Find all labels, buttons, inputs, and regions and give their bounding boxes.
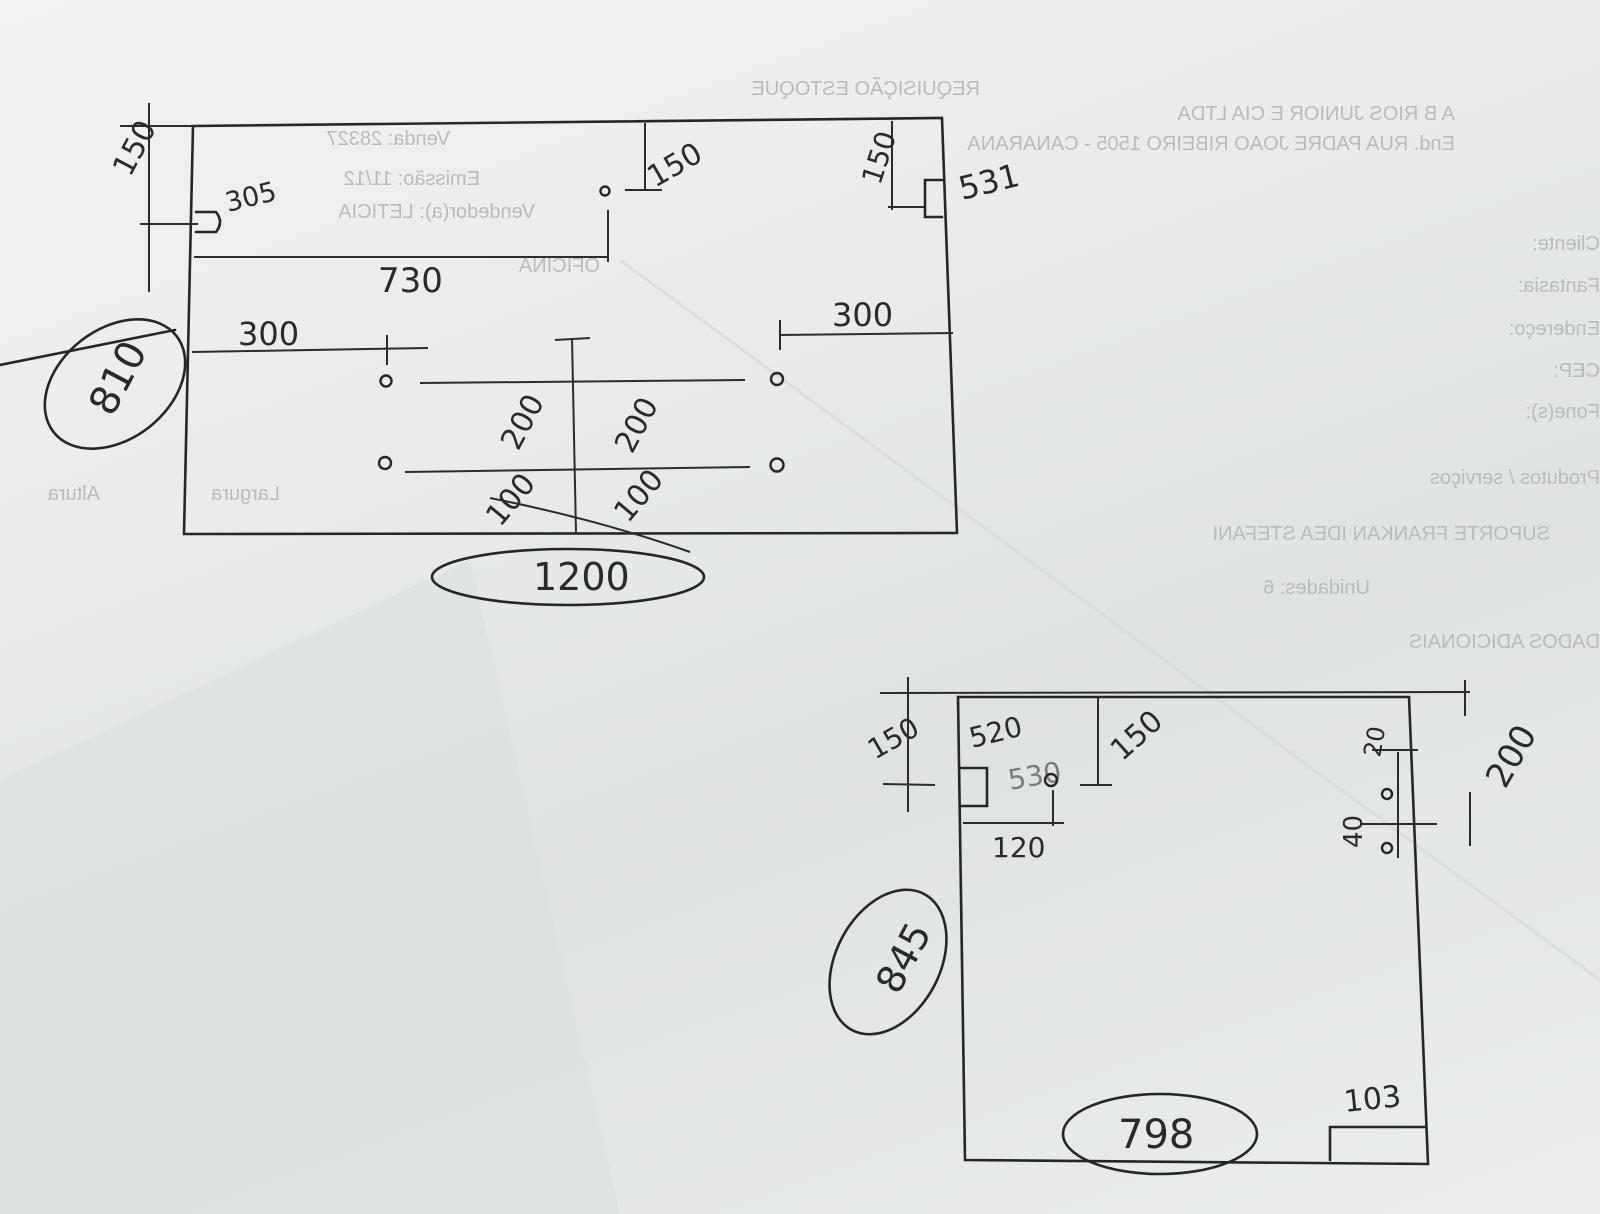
circle-798 bbox=[1061, 1092, 1259, 1176]
bottom-left-notch bbox=[958, 766, 989, 808]
ghost-line: SUPORTE FRANKAN IDEA STEFANI bbox=[1213, 523, 1550, 545]
paper-fold bbox=[619, 258, 1600, 982]
ghost-line: Fone(s): bbox=[1526, 401, 1600, 423]
ghost-line: End. RUA PADRE JOAO RIBEIRO 1505 - CANAR… bbox=[967, 133, 1455, 155]
bottom-top-guide bbox=[879, 691, 1471, 694]
bottom-curve-line bbox=[489, 497, 691, 553]
dim-line-300-left bbox=[191, 347, 429, 353]
label-100-right: 100 bbox=[607, 463, 671, 529]
top-left-notch bbox=[194, 210, 222, 234]
hole-line-lower bbox=[404, 466, 751, 473]
ghost-line: DADOS ADICIONAIS bbox=[1409, 631, 1600, 653]
label-300-right: 300 bbox=[832, 296, 893, 334]
label-120: 120 bbox=[992, 831, 1045, 864]
ghost-line: Vendedor(a): LETICIA bbox=[338, 201, 535, 223]
top-panel-drawing: 150 305 150 150 531 730 300 300 200 200 … bbox=[0, 103, 1023, 607]
label-200-right: 200 bbox=[608, 392, 666, 459]
hole-right-1 bbox=[1380, 787, 1394, 801]
label-200-left: 200 bbox=[494, 389, 552, 456]
center-line bbox=[571, 337, 577, 535]
circle-810-tail bbox=[0, 328, 177, 367]
bottom-left-tick bbox=[882, 783, 936, 786]
hole-right-2 bbox=[1380, 841, 1394, 855]
circle-845 bbox=[828, 888, 948, 1036]
center-tick bbox=[554, 337, 591, 341]
ghost-line: Venda: 28327 bbox=[327, 128, 450, 150]
label-40: 40 bbox=[1339, 815, 1369, 848]
label-798: 798 bbox=[1118, 1112, 1194, 1158]
ghost-line: A B RIOS JUNIOR E CIA LTDA bbox=[1177, 103, 1455, 125]
circle-1200 bbox=[430, 547, 706, 607]
bottom-right-notch bbox=[1328, 1125, 1428, 1162]
hole-left-upper bbox=[379, 374, 393, 388]
ghost-line: Cliente: bbox=[1532, 233, 1600, 255]
ghost-line: Unidades: 6 bbox=[1263, 577, 1370, 599]
ghost-line: Produtos / serviços bbox=[1430, 467, 1600, 489]
label-150-bottom-left: 150 bbox=[862, 711, 925, 766]
top-panel-outline bbox=[182, 116, 959, 536]
hole-left-lower bbox=[377, 455, 393, 471]
ghost-line: OFICINA bbox=[518, 255, 600, 277]
ghost-line: Emissão: 11/12 bbox=[344, 168, 480, 190]
label-845: 845 bbox=[867, 916, 940, 1001]
bleed-through-text: REQUISIÇÃO ESTOQUE A B RIOS JUNIOR E CIA… bbox=[47, 76, 1600, 653]
ghost-line: Altura bbox=[47, 483, 100, 505]
label-1200: 1200 bbox=[533, 555, 630, 599]
hole-top bbox=[599, 185, 611, 197]
label-150-left: 150 bbox=[106, 115, 164, 182]
hole-line-upper bbox=[419, 379, 746, 384]
paper-shadow bbox=[0, 560, 620, 1214]
ghost-title: REQUISIÇÃO ESTOQUE bbox=[751, 76, 980, 100]
top-right-notch bbox=[923, 178, 944, 219]
hole-right-lower bbox=[769, 457, 785, 473]
ghost-line: Fantasia: bbox=[1518, 275, 1600, 297]
hole-bottom-left bbox=[1043, 772, 1059, 788]
label-305: 305 bbox=[222, 176, 280, 219]
bottom-panel-outline bbox=[956, 695, 1430, 1166]
hole-right-upper bbox=[769, 371, 785, 387]
label-103: 103 bbox=[1342, 1079, 1403, 1120]
ghost-line: Endereço: bbox=[1509, 318, 1600, 340]
label-200-right-edge: 200 bbox=[1478, 718, 1545, 794]
label-300-left: 300 bbox=[238, 315, 299, 353]
label-20: 20 bbox=[1358, 724, 1391, 759]
label-100-left: 100 bbox=[479, 467, 543, 533]
ghost-line: Largura bbox=[210, 483, 280, 505]
label-150-hole: 150 bbox=[642, 136, 709, 195]
ghost-line: CEP: bbox=[1553, 360, 1600, 382]
label-scribble: 530 bbox=[1005, 755, 1063, 797]
dim-line-300-right bbox=[779, 332, 954, 336]
bottom-panel-drawing: 150 520 530 150 120 20 40 200 103 845 79… bbox=[828, 677, 1545, 1176]
label-150-right: 150 bbox=[855, 127, 903, 188]
label-150-bottom-hole: 150 bbox=[1104, 704, 1170, 768]
label-730: 730 bbox=[378, 261, 443, 301]
label-531: 531 bbox=[955, 156, 1023, 208]
label-520: 520 bbox=[966, 710, 1026, 755]
circle-810 bbox=[43, 318, 187, 450]
